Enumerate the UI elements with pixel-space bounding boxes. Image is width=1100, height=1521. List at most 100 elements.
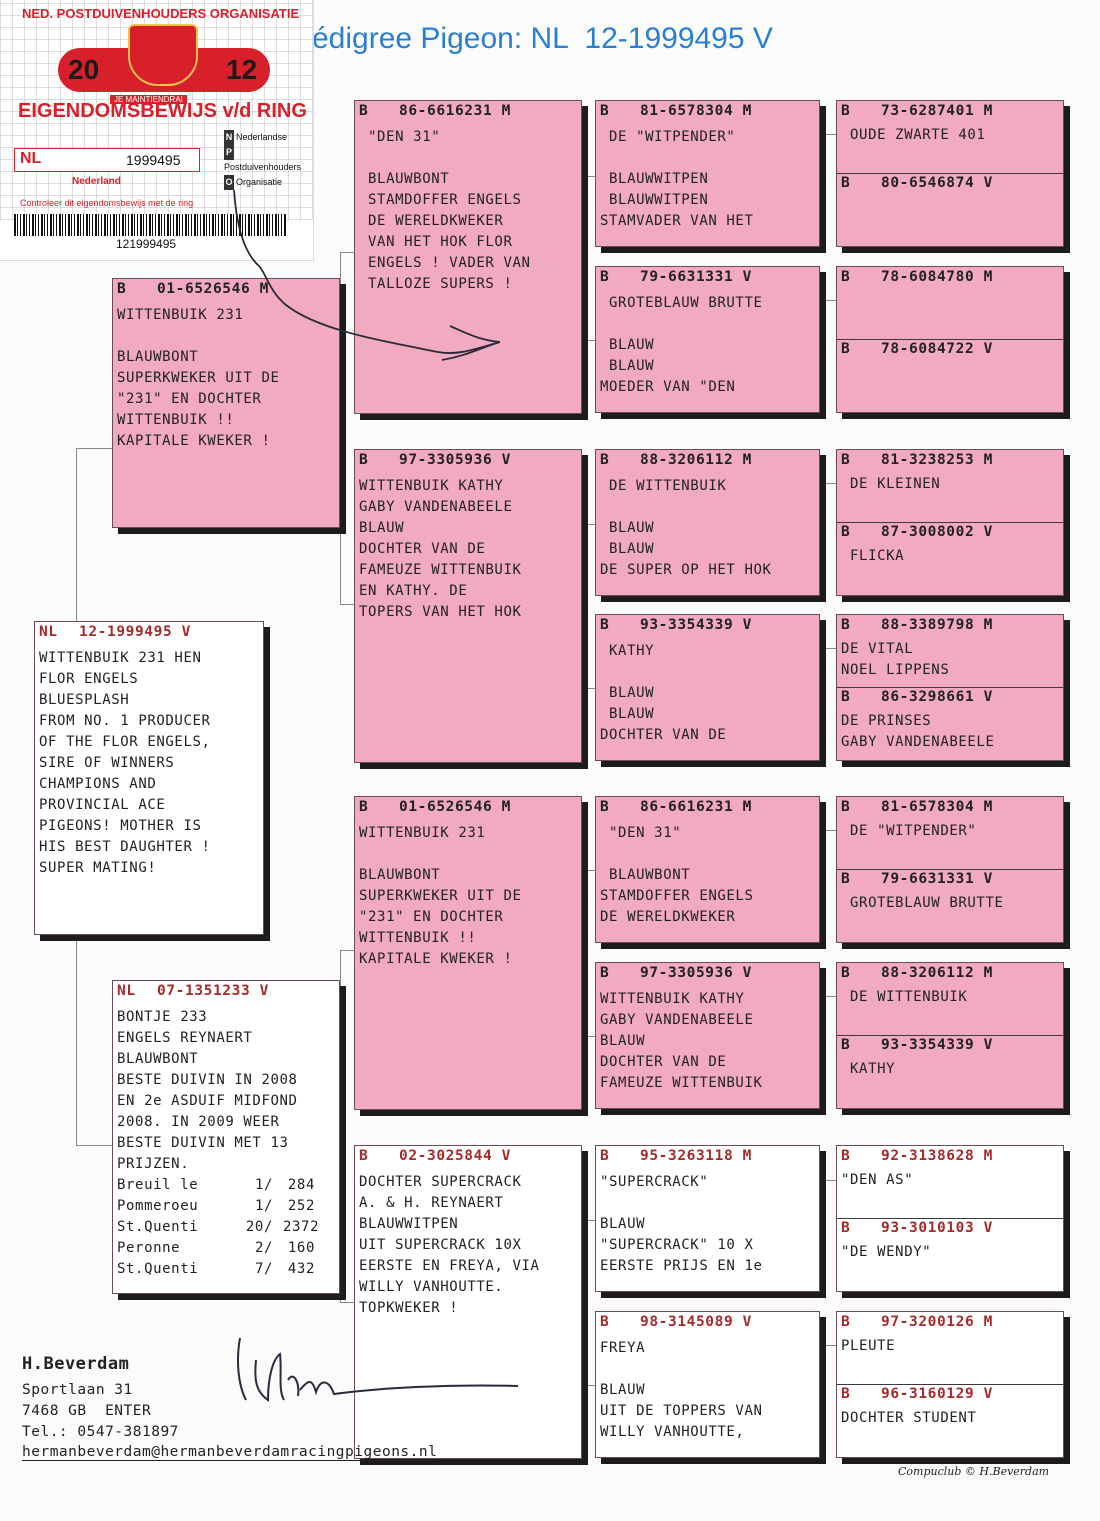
- country-prefix: B: [841, 965, 851, 981]
- pigeon-info-line: KAPITALE KWEKER !: [117, 433, 271, 449]
- pigeon-info-line: 2008. IN 2009 WEER: [117, 1114, 280, 1130]
- connector-line: [76, 448, 112, 449]
- pigeon-info-line: EN 2e ASDUIF MIDFOND: [117, 1093, 298, 1109]
- pigeon-ring-header: B 80-6546874 V: [841, 175, 993, 191]
- connector-line: [340, 252, 354, 253]
- pigeon-info-line: WILLY VANHOUTTE.: [359, 1279, 504, 1295]
- country-prefix: B: [841, 175, 851, 191]
- owner-address-city: 7468 GB ENTER: [22, 1403, 152, 1419]
- connector-line: [582, 1220, 583, 1385]
- race-result-birds: 252: [287, 1198, 315, 1214]
- ring-number: 81-6578304 M: [640, 103, 752, 119]
- pigeon-info-line: BLAUW: [600, 541, 655, 557]
- pigeon-info-line: UIT DE TOPPERS VAN: [600, 1403, 763, 1419]
- page-title: édigree Pigeon: NL 12-1999495 V: [312, 22, 773, 55]
- pigeon-info-line: BLUESPLASH: [39, 692, 130, 708]
- pair-divider: [837, 1384, 1063, 1385]
- connector-line: [822, 830, 836, 831]
- country-prefix: B: [841, 871, 851, 887]
- ring-number: 95-3263118 M: [640, 1148, 752, 1164]
- pigeon-info-line: KATHY: [600, 643, 655, 659]
- country-prefix: B: [841, 452, 851, 468]
- pigeon-info-line: BLAUWBONT: [117, 349, 199, 365]
- country-prefix: NL: [117, 983, 136, 999]
- ring-number: 87-3008002 V: [881, 524, 993, 540]
- pigeon-info-line: BLAUW: [359, 520, 405, 536]
- pigeon-info-line: FREYA: [600, 1340, 646, 1356]
- pigeon-info-line: UIT SUPERCRACK 10X: [359, 1237, 522, 1253]
- ring-number: 73-6287401 M: [881, 103, 993, 119]
- pigeon-info-line: WILLY VANHOUTTE,: [600, 1424, 745, 1440]
- certificate-heading: EIGENDOMSBEWIJS v/d RING: [18, 100, 307, 122]
- country-prefix: B: [359, 799, 369, 815]
- connector-line: [340, 950, 341, 1302]
- pigeon-info-line: "231" EN DOCHTER: [117, 391, 262, 407]
- certificate-year-right: 12: [226, 54, 258, 85]
- country-prefix: B: [841, 1386, 851, 1402]
- pigeon-info-line: A. & H. REYNAERT: [359, 1195, 504, 1211]
- country-prefix: B: [600, 965, 610, 981]
- race-result-rank: 7/: [254, 1261, 273, 1277]
- pigeon-info-line: BLAUW: [600, 337, 655, 353]
- ownership-certificate: NED. POSTDUIVENHOUDERS ORGANISATIE 20 12…: [0, 0, 314, 261]
- npo-letter: N: [224, 130, 234, 145]
- pigeon-info-line: DE PRINSES: [841, 713, 932, 729]
- country-prefix: B: [841, 1220, 851, 1236]
- connector-line: [76, 448, 77, 622]
- pigeon-info-line: WITTENBUIK KATHY: [600, 991, 745, 1007]
- pigeon-info-line: KATHY: [841, 1061, 896, 1077]
- arrow-scribble-icon: [233, 189, 501, 361]
- pigeon-info-line: FLOR ENGELS: [39, 671, 139, 687]
- pigeon-info-line: BLAUW: [600, 358, 655, 374]
- pigeon-info-line: HIS BEST DAUGHTER !: [39, 839, 211, 855]
- ring-number: 78-6084722 V: [881, 341, 993, 357]
- pigeon-info-line: FAMEUZE WITTENBUIK: [600, 1075, 763, 1091]
- pigeon-info-line: SUPERKWEKER UIT DE: [117, 370, 280, 386]
- npo-line: Nederlandse: [236, 132, 288, 142]
- pigeon-info-line: GROTEBLAUW BRUTTE: [841, 895, 1004, 911]
- country-prefix: B: [841, 1037, 851, 1053]
- race-result-rank: 20/: [245, 1219, 273, 1235]
- ring-number: 01-6526546 M: [157, 281, 269, 297]
- pigeon-info-line: "DEN 31": [600, 825, 682, 841]
- pigeon-info-line: TALLOZE SUPERS !: [359, 276, 513, 292]
- ring-number: 86-6616231 M: [640, 799, 752, 815]
- connector-line: [822, 134, 836, 135]
- pair-divider: [837, 173, 1063, 174]
- certificate-country: Nederland: [72, 176, 121, 187]
- pair-divider: [837, 1218, 1063, 1219]
- pigeon-info-line: BLAUW: [600, 1216, 646, 1232]
- owner-email: hermanbeverdam@hermanbeverdamracingpigeo…: [22, 1444, 438, 1461]
- ring-number: 96-3160129 V: [881, 1386, 993, 1402]
- race-result-birds: 160: [287, 1240, 315, 1256]
- ring-number: 80-6546874 V: [881, 175, 993, 191]
- connector-line: [582, 524, 583, 688]
- ring-number: 07-1351233 V: [157, 983, 269, 999]
- connector-line: [582, 1036, 595, 1037]
- pigeon-info-line: PRIJZEN.: [117, 1156, 190, 1172]
- pigeon-info-line: EERSTE PRIJS EN 1e: [600, 1258, 763, 1274]
- country-prefix: B: [841, 524, 851, 540]
- connector-line: [340, 604, 354, 605]
- connector-line: [822, 1345, 836, 1346]
- pigeon-info-line: DE WERELDKWEKER: [600, 909, 736, 925]
